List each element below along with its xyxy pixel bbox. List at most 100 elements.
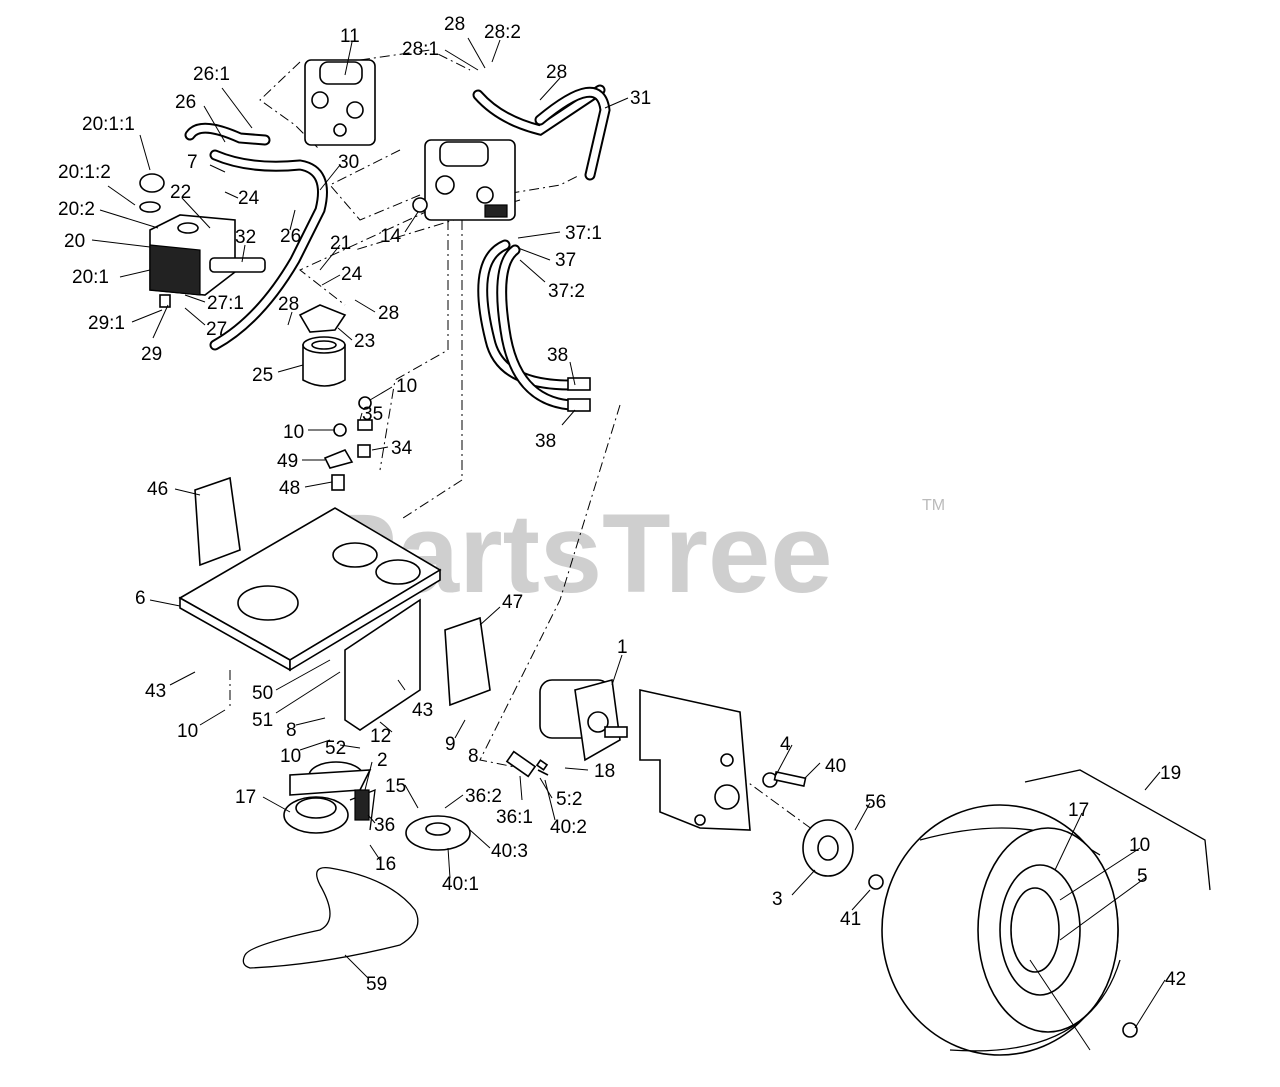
callout-label: 28:1 (402, 39, 439, 60)
callout-labels: 11 28 28:1 28:2 26:1 28 31 26 20:1:1 7 3… (58, 14, 1186, 995)
callout-label: 10 (1129, 835, 1150, 856)
callout-label: 11 (340, 26, 360, 47)
callout-label: 41 (840, 909, 861, 930)
callout-label: 40 (825, 756, 846, 777)
hydraulic-pump-upper (304, 59, 376, 146)
callout-label: 38 (535, 431, 556, 452)
callout-label: 52 (325, 738, 346, 759)
callout-label: 51 (252, 710, 273, 731)
callout-label: 1 (617, 637, 628, 658)
callout-label: 27:1 (207, 293, 244, 314)
callout-label: 5 (1137, 866, 1148, 887)
callout-label: 40:3 (491, 841, 528, 862)
callout-label: 20:2 (58, 199, 95, 220)
callout-label: 3 (772, 889, 783, 910)
mounting-plate (178, 507, 442, 731)
callout-label: 10 (283, 422, 304, 443)
wheel-assembly (881, 804, 1138, 1056)
callout-label: 24 (238, 188, 260, 209)
callout-label: 12 (370, 726, 391, 747)
callout-label: 34 (391, 438, 413, 459)
callout-label: 23 (354, 331, 375, 352)
callout-label: 47 (502, 592, 523, 613)
callout-label: 10 (280, 746, 301, 767)
callout-label: 9 (445, 734, 456, 755)
callout-label: 40:2 (550, 817, 587, 838)
callout-label: 31 (630, 88, 651, 109)
callout-label: 59 (366, 974, 387, 995)
callout-label: 14 (380, 226, 402, 247)
callout-label: 38 (547, 345, 568, 366)
callout-label: 43 (412, 700, 433, 721)
callout-label: 18 (594, 761, 615, 782)
callout-label: 20:1:1 (82, 114, 135, 135)
wheel-motor (539, 678, 628, 762)
callout-label: 27 (206, 319, 227, 340)
callout-label: 49 (277, 451, 298, 472)
callout-label: 56 (865, 792, 886, 813)
callout-label: 7 (187, 152, 198, 173)
callout-label: 20:1 (72, 267, 109, 288)
oil-filter (298, 304, 347, 387)
callout-label: 29:1 (88, 313, 125, 334)
callout-label: 26:1 (193, 64, 230, 85)
callout-label: 16 (375, 854, 396, 875)
callout-label: 40:1 (442, 874, 479, 895)
callout-label: 32 (235, 227, 256, 248)
callout-label: 43 (145, 681, 166, 702)
callout-label: 5:2 (556, 789, 582, 810)
callout-label: 20 (64, 231, 85, 252)
callout-label: 50 (252, 683, 273, 704)
drive-belt (242, 866, 419, 969)
callout-label: 2 (377, 750, 388, 771)
callout-label: 8 (468, 746, 479, 767)
callout-label: 35 (362, 404, 383, 425)
callout-label: 17 (1068, 800, 1089, 821)
callout-label: 17 (235, 787, 256, 808)
callout-label: 26 (280, 226, 301, 247)
watermark-tm: TM (922, 497, 945, 514)
callout-label: 4 (780, 734, 791, 755)
callout-label: 28 (546, 62, 567, 83)
callout-label: 15 (385, 776, 406, 797)
bracket-left (194, 476, 241, 567)
hydraulic-hoses (184, 84, 611, 412)
callout-label: 20:1:2 (58, 162, 111, 183)
callout-label: 10 (177, 721, 198, 742)
callout-label: 22 (170, 182, 191, 203)
callout-label: 28 (444, 14, 465, 35)
callout-label: 36:2 (465, 786, 502, 807)
callout-label: 25 (252, 365, 273, 386)
callout-label: 46 (147, 479, 168, 500)
callout-label: 8 (286, 720, 297, 741)
callout-label: 24 (341, 264, 363, 285)
callout-label: 48 (279, 478, 300, 499)
hydraulic-pump-lower (424, 139, 516, 221)
callout-label: 28 (378, 303, 399, 324)
fittings-and-bolts (505, 750, 807, 788)
bracket-right (444, 616, 491, 707)
callout-label: 37:1 (565, 223, 602, 244)
gearbox-housing (639, 689, 751, 831)
wheel-hub (802, 819, 884, 890)
callout-label: 30 (338, 152, 359, 173)
callout-label: 19 (1160, 763, 1181, 784)
callout-label: 26 (175, 92, 196, 113)
callout-label: 37:2 (548, 281, 585, 302)
callout-label: 6 (135, 588, 146, 609)
callout-label: 29 (141, 344, 162, 365)
callout-label: 28:2 (484, 22, 521, 43)
pulley-assembly (283, 761, 471, 851)
callout-leaders (91, 37, 1166, 1051)
callout-label: 28 (278, 294, 299, 315)
callout-bracket-40 (1024, 769, 1211, 891)
callout-label: 42 (1165, 969, 1186, 990)
hydraulic-reservoir (139, 173, 236, 308)
callout-label: 37 (555, 250, 576, 271)
callout-label: 10 (396, 376, 417, 397)
callout-label: 36:1 (496, 807, 533, 828)
small-hardware (323, 197, 428, 491)
callout-label: 21 (330, 233, 351, 254)
